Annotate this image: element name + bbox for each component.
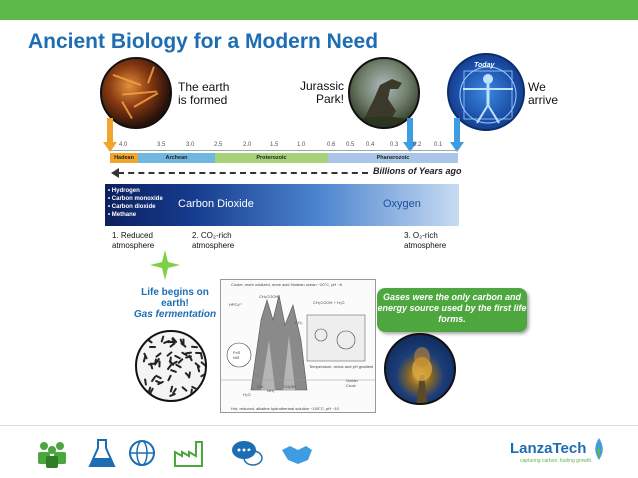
microbe-cell bbox=[162, 339, 170, 344]
vent-label-fes: FeS NiS bbox=[233, 350, 241, 360]
step-o2-atmosphere: 3. O₂-rich atmosphere bbox=[404, 231, 447, 250]
lanzatech-tagline: capturing carbon. fueling growth. bbox=[520, 458, 593, 464]
timeline-tick-label: 0.5 bbox=[346, 142, 355, 148]
earth-formed-label: The earth is formed bbox=[178, 80, 230, 107]
vent-gradient-caption: Temperature, redox and pH gradient bbox=[309, 364, 374, 369]
vent-top-caption: Cooler, more oxidized, more acid Hadean … bbox=[231, 282, 342, 287]
timeline-tick-label: 3.0 bbox=[186, 142, 195, 148]
footer-bar bbox=[0, 425, 638, 478]
gas-item: • Hydrogen bbox=[108, 188, 140, 194]
hydrothermal-vent-diagram: Cooler, more oxidized, more acid Hadean … bbox=[220, 279, 376, 413]
reduced-gas-list: • Hydrogen • Carbon monoxide • Carbon di… bbox=[108, 187, 163, 219]
slide-title: Ancient Biology for a Modern Need bbox=[28, 30, 379, 53]
microbe-cell bbox=[168, 392, 176, 398]
eon-archean: Archean bbox=[138, 153, 215, 163]
life-begins-text: Life begins on earth! Gas fermentation bbox=[130, 287, 220, 320]
jurassic-label: Jurassic Park! bbox=[300, 79, 345, 106]
gas-item: • Carbon dioxide bbox=[108, 204, 156, 210]
eon-phanerozoic: Phanerozoic bbox=[328, 153, 458, 163]
chat-icon bbox=[232, 441, 263, 466]
microbe-cell bbox=[200, 372, 205, 378]
microbe-cell bbox=[194, 351, 202, 355]
microbe-cell bbox=[174, 363, 182, 369]
eon-hadean: Hadean bbox=[110, 153, 138, 163]
gases-callout: Gases were the only carbon and energy so… bbox=[377, 288, 527, 332]
eon-proterozoic: Proterozoic bbox=[215, 153, 328, 163]
microbe-cell bbox=[190, 388, 194, 396]
atmosphere-band bbox=[105, 184, 459, 226]
vent-label-phosphate: HPO₄²⁻ bbox=[229, 302, 243, 307]
timeline-tick-label: 3.5 bbox=[157, 142, 166, 148]
vent-label-acetic-water: CH₃COOH + H₂O bbox=[313, 300, 345, 305]
timeline-tick-label: 4.0 bbox=[119, 142, 128, 148]
top-accent-bar bbox=[0, 0, 638, 20]
timeline-rule bbox=[110, 150, 457, 151]
timeline-tick-label: 2.5 bbox=[214, 142, 223, 148]
timeline-tick-label: 0.6 bbox=[327, 142, 336, 148]
we-arrive-label: We arrive bbox=[528, 80, 559, 107]
microbe-cell bbox=[149, 345, 157, 348]
earth-formed-image bbox=[100, 57, 172, 129]
people-icon bbox=[38, 442, 66, 468]
life-line-1: Life begins on bbox=[141, 287, 209, 298]
life-line-3: Gas fermentation bbox=[133, 309, 217, 320]
timeline-tick-label: 1.5 bbox=[270, 142, 279, 148]
billions-years-label: Billions of Years ago bbox=[373, 166, 462, 176]
factory-icon bbox=[174, 441, 203, 467]
co2-band-label: Carbon Dioxide bbox=[178, 198, 254, 210]
vent-label-cyanide: CN⁻ bbox=[257, 384, 265, 389]
timeline-tick-label: 0.4 bbox=[366, 142, 375, 148]
microbe-cell bbox=[143, 378, 147, 386]
sparkle-icon bbox=[150, 250, 180, 280]
timeline-tick-label: 2.0 bbox=[243, 142, 252, 148]
today-badge: Today bbox=[474, 62, 495, 69]
earth-pointer-arrow bbox=[103, 118, 117, 152]
black-smoker-image bbox=[384, 333, 456, 405]
vent-label-methanethiol: CH₃SH bbox=[283, 384, 296, 389]
vent-bottom-caption: Hot, reduced, alkaline hydrothermal solu… bbox=[231, 406, 339, 411]
timeline-tick-label: 1.0 bbox=[297, 142, 306, 148]
step-co2-atmosphere: 2. CO₂-rich atmosphere bbox=[192, 231, 235, 250]
vent-label-co2: CO₂ bbox=[295, 320, 303, 325]
vent-label-water: H₂O bbox=[243, 392, 251, 397]
globe-icon bbox=[129, 440, 155, 466]
timeline-tick-label: 0.2 bbox=[413, 142, 422, 148]
gas-item: • Methane bbox=[108, 212, 137, 218]
handshake-icon bbox=[282, 446, 312, 464]
microbe-cell bbox=[145, 338, 153, 344]
timeline-dashed-arrow bbox=[118, 172, 368, 174]
timeline-tick-label: 0.3 bbox=[390, 142, 399, 148]
o2-band-label: Oxygen bbox=[383, 198, 421, 210]
microbe-cell bbox=[166, 374, 172, 382]
flask-icon bbox=[88, 439, 116, 467]
flame-logo-icon bbox=[595, 438, 603, 460]
microbe-cell bbox=[200, 360, 205, 367]
jurassic-pointer-arrow bbox=[403, 118, 417, 152]
timeline-tick-label: 0.1 bbox=[434, 142, 443, 148]
step-reduced-atmosphere: 1. Reduced atmosphere bbox=[112, 231, 155, 250]
timeline-arrow-head bbox=[111, 168, 119, 178]
vent-label-ammonia: NH₃ bbox=[267, 388, 275, 393]
vent-ocean-crust: Ocean Crust bbox=[346, 378, 358, 388]
microbe-cell bbox=[170, 368, 178, 373]
microbe-cell bbox=[180, 386, 188, 393]
microbe-cell bbox=[199, 390, 205, 396]
dinosaur-image bbox=[348, 57, 420, 129]
microbes-image bbox=[135, 330, 207, 402]
vent-label-acetic: CH₃COOH bbox=[259, 294, 279, 299]
life-line-2: earth! bbox=[161, 298, 189, 309]
gas-item: • Carbon monoxide bbox=[108, 196, 163, 202]
today-pointer-arrow bbox=[450, 118, 464, 152]
lanzatech-logo[interactable]: LanzaTech bbox=[510, 440, 587, 457]
microbe-cell bbox=[190, 345, 198, 349]
